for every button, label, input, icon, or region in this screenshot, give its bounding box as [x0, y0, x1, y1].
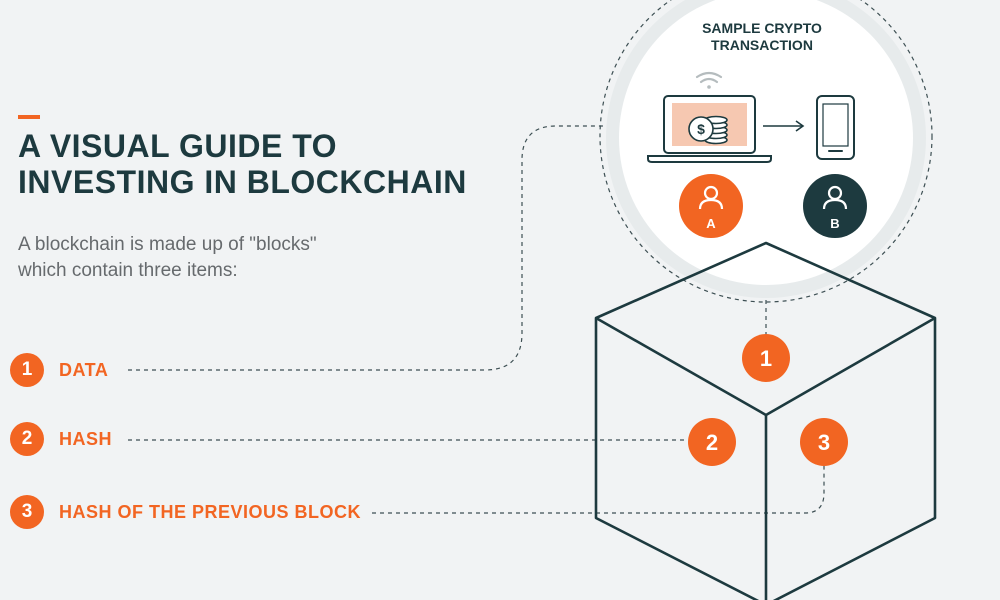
wifi-icon — [695, 71, 723, 89]
connector-data — [128, 125, 606, 371]
title-line-2: INVESTING IN BLOCKCHAIN — [18, 164, 467, 200]
intro-line-1: A blockchain is made up of "blocks" — [18, 234, 317, 255]
title-line-1: A VISUAL GUIDE TO — [18, 128, 338, 164]
svg-text:3: 3 — [818, 430, 830, 455]
block-item-previous-hash: 3 HASH OF THE PREVIOUS BLOCK — [10, 494, 361, 530]
item-number-badge: 1 — [10, 353, 44, 387]
coin-stack-icon: $ — [688, 115, 728, 145]
user-icon — [822, 185, 848, 210]
block-item-hash: 2 HASH — [10, 421, 112, 457]
block-marker-3: 3 — [800, 418, 848, 466]
svg-text:$: $ — [697, 121, 705, 137]
block-cube — [594, 241, 937, 600]
item-number-badge: 2 — [10, 422, 44, 456]
item-label-data: DATA — [59, 359, 109, 380]
item-label-hash: HASH — [59, 428, 113, 449]
intro-text: A blockchain is made up of "blocks" whic… — [18, 232, 378, 284]
svg-text:2: 2 — [706, 430, 718, 455]
user-a-avatar: A — [679, 174, 743, 238]
user-b-label: B — [830, 216, 839, 231]
user-a-label: A — [706, 216, 716, 231]
page-title: A VISUAL GUIDE TO INVESTING IN BLOCKCHAI… — [18, 128, 467, 200]
smartphone-icon — [816, 95, 855, 160]
user-icon — [698, 185, 724, 210]
arrow-right-icon — [763, 120, 805, 132]
block-marker-2: 2 — [688, 418, 736, 466]
user-b-avatar: B — [803, 174, 867, 238]
item-number-badge: 3 — [10, 495, 44, 529]
intro-line-2: which contain three items: — [18, 260, 238, 281]
transaction-title-line1: SAMPLE CRYPTO — [702, 20, 822, 36]
block-marker-1: 1 — [742, 334, 790, 382]
block-item-data: 1 DATA — [10, 352, 108, 388]
accent-bar — [18, 115, 40, 119]
svg-text:1: 1 — [760, 346, 772, 371]
item-label-previous-hash: HASH OF THE PREVIOUS BLOCK — [59, 501, 362, 522]
connector-previous-hash — [372, 465, 825, 514]
transaction-title-line2: TRANSACTION — [711, 37, 813, 53]
